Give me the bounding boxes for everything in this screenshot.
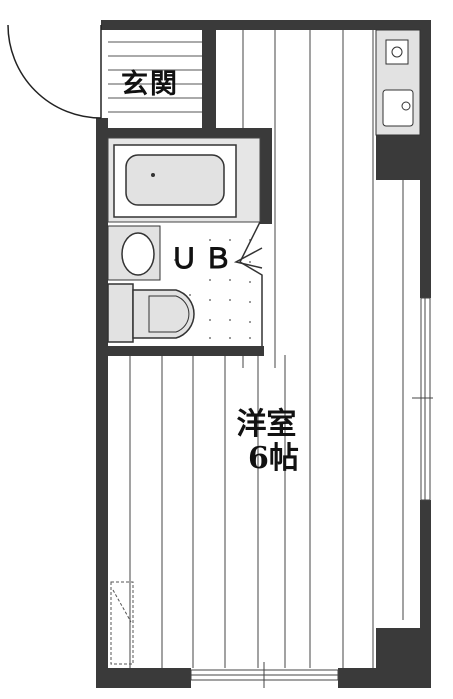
walls: [96, 20, 431, 688]
room-label-genkan: 玄関: [121, 69, 179, 100]
genkan-tiles: [108, 41, 202, 113]
window-bottom: [190, 662, 339, 688]
closet: [110, 581, 134, 665]
room-label-unit-bath: ＵＢ: [170, 242, 239, 275]
window-right: [412, 297, 433, 501]
room-name: 洋室: [236, 407, 297, 442]
unit-bath-area: [107, 137, 263, 346]
room-label-western-room: 洋室 6帖: [234, 407, 299, 476]
kitchen-counter: [375, 29, 421, 136]
floor-planks: [129, 30, 404, 668]
room-size: 6帖: [248, 441, 299, 476]
entrance-door: [7, 24, 102, 119]
